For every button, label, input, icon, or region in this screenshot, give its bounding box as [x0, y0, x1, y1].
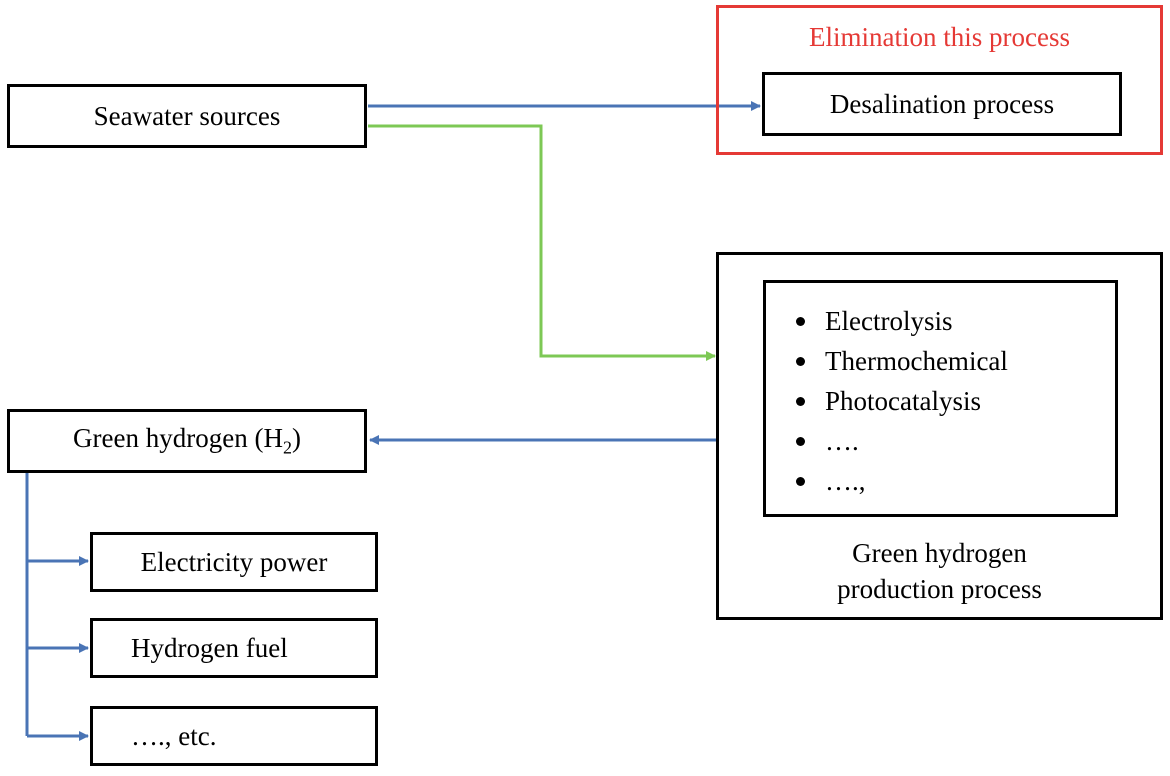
method-label: Photocatalysis — [825, 386, 981, 416]
bullet-icon — [796, 396, 805, 406]
green-hydrogen-node: Green hydrogen (H2) — [7, 409, 367, 473]
production-process-frame: Electrolysis Thermochemical Photocatalys… — [716, 252, 1163, 620]
seawater-sources-node: Seawater sources — [7, 84, 367, 148]
elimination-label: Elimination this process — [809, 22, 1070, 52]
method-item: Electrolysis — [796, 301, 1008, 341]
method-label: …. — [825, 426, 859, 456]
desalination-label: Desalination process — [829, 88, 1055, 119]
production-caption: Green hydrogen production process — [719, 535, 1160, 607]
hydrogen-fuel-label: Hydrogen fuel — [131, 632, 288, 663]
bullet-icon — [796, 476, 805, 486]
elimination-frame — [716, 5, 1163, 155]
production-caption-line1: Green hydrogen — [852, 538, 1027, 568]
seawater-sources-label: Seawater sources — [93, 100, 281, 131]
method-label: Electrolysis — [825, 306, 953, 336]
electricity-power-node: Electricity power — [90, 532, 378, 592]
production-methods-box: Electrolysis Thermochemical Photocatalys… — [763, 280, 1118, 517]
etc-node: …., etc. — [90, 706, 378, 766]
method-label: …., — [825, 466, 866, 496]
method-item: …., — [796, 461, 1008, 501]
etc-label: …., etc. — [131, 720, 217, 751]
production-caption-line2: production process — [837, 574, 1042, 604]
green-hydrogen-label: Green hydrogen (H2) — [73, 423, 301, 458]
bullet-icon — [796, 316, 805, 326]
production-methods-list: Electrolysis Thermochemical Photocatalys… — [796, 301, 1008, 501]
method-item: …. — [796, 421, 1008, 461]
method-label: Thermochemical — [825, 346, 1008, 376]
arrow-seawater-to-production — [368, 124, 716, 361]
method-item: Thermochemical — [796, 341, 1008, 381]
bullet-icon — [796, 356, 805, 366]
electricity-power-label: Electricity power — [140, 546, 328, 577]
method-item: Photocatalysis — [796, 381, 1008, 421]
hydrogen-fuel-node: Hydrogen fuel — [90, 618, 378, 678]
bullet-icon — [796, 436, 805, 446]
desalination-node: Desalination process — [762, 72, 1122, 136]
